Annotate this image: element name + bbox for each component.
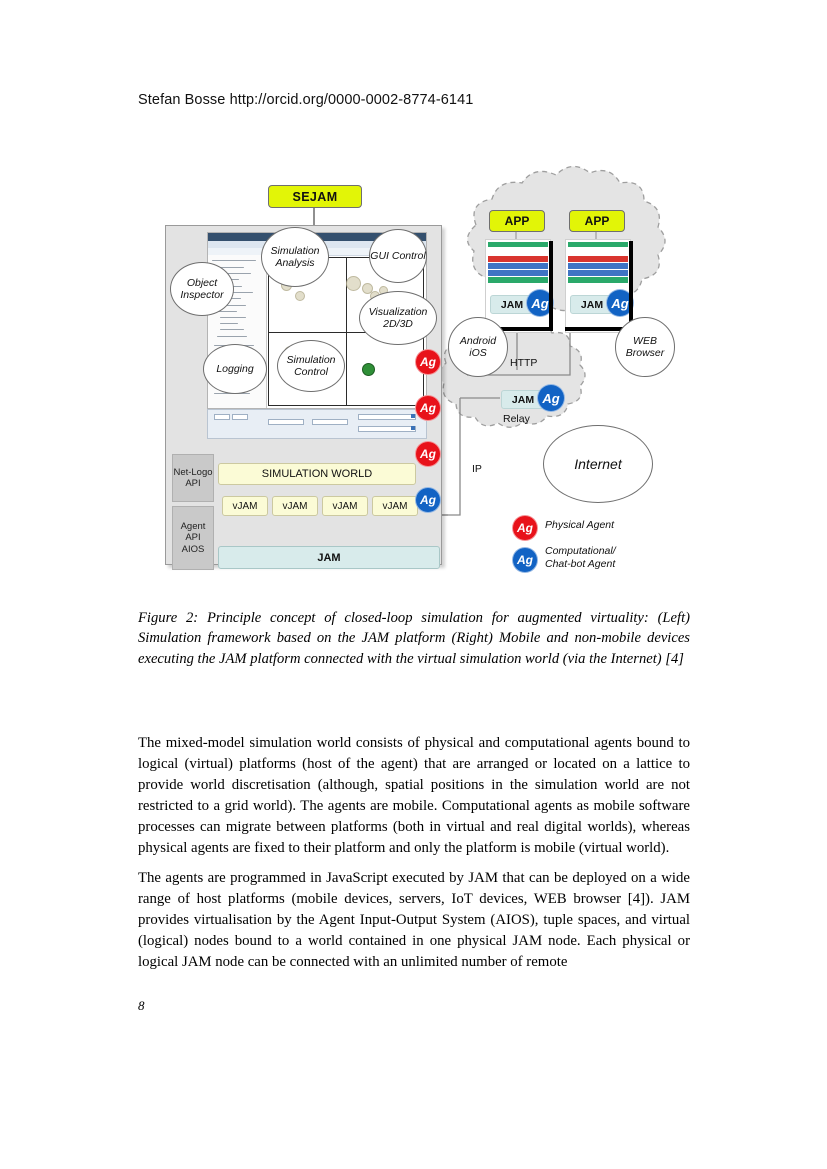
- protocol-label-ip: IP: [472, 463, 482, 475]
- device-screen-header: [488, 242, 548, 247]
- legend-text-line1: Computational/: [545, 545, 616, 557]
- legend-text-line2: Chat-bot Agent: [545, 558, 616, 571]
- device-screen-bar-blue-2: [488, 270, 548, 276]
- device-screen-header: [568, 242, 628, 247]
- vjam-box-3: vJAM: [322, 496, 368, 516]
- legend-marker-physical-agent: Ag: [512, 515, 538, 541]
- app-banner-left: APP: [489, 210, 545, 232]
- internet-ellipse: Internet: [543, 425, 653, 503]
- callout-label: Object Inspector: [180, 276, 224, 301]
- protocol-label-http: HTTP: [510, 357, 538, 369]
- callout-label: GUI Control: [370, 249, 426, 262]
- device-screen-bar-blue-2: [568, 270, 628, 276]
- agent-computational-1: Ag: [415, 487, 441, 513]
- relay-label: Relay: [503, 413, 530, 425]
- device-screen-title: [488, 247, 548, 254]
- callout-visualization: Visualization 2D/3D: [359, 291, 437, 345]
- figure-caption: Figure 2: Principle concept of closed-lo…: [138, 610, 690, 667]
- device-screen-bar-red: [488, 256, 548, 262]
- device-bus-left-vertical: [549, 241, 553, 331]
- legend-text-physical-agent: Physical Agent: [545, 519, 615, 531]
- device-mockup-left: [485, 239, 551, 333]
- device-screen-bar-blue-1: [568, 263, 628, 269]
- callout-simulation-control: Simulation Control: [277, 340, 345, 392]
- callout-label: Simulation Analysis: [270, 244, 320, 269]
- figure-2: SEJAM: [160, 165, 680, 585]
- legend-text-computational-agent: Computational/ Chat-bot Agent: [545, 545, 616, 571]
- agent-api-aios-box: Agent API AIOS: [172, 506, 214, 570]
- device-jam-left: JAM: [490, 295, 534, 314]
- sejam-banner: SEJAM: [268, 185, 362, 208]
- callout-simulation-analysis: Simulation Analysis: [261, 227, 329, 287]
- simulation-world-box: SIMULATION WORLD: [218, 463, 416, 485]
- callout-logging: Logging: [203, 344, 267, 394]
- callout-label: Logging: [216, 362, 254, 375]
- simulation-control-strip: [207, 409, 427, 439]
- body-paragraph-1: The mixed-model simulation world consist…: [138, 735, 690, 856]
- relay-jam-box: JAM: [501, 390, 545, 409]
- app-banner-right: APP: [569, 210, 625, 232]
- page-number: 8: [138, 998, 145, 1013]
- legend-marker-computational-agent: Ag: [512, 547, 538, 573]
- device-bus-right-vertical: [629, 241, 633, 331]
- callout-gui-control: GUI Control: [369, 229, 427, 283]
- device-bus-right-horizontal: [565, 327, 633, 331]
- device-mockup-right: [565, 239, 631, 333]
- device-bus-left-horizontal: [485, 327, 553, 331]
- agent-physical-2: Ag: [415, 395, 441, 421]
- relay-agent: Ag: [537, 384, 565, 412]
- vjam-box-1: vJAM: [222, 496, 268, 516]
- callout-label: Simulation Control: [286, 353, 336, 378]
- agent-physical-1: Ag: [415, 349, 441, 375]
- device-screen-bar-green: [568, 277, 628, 283]
- vjam-box-4: vJAM: [372, 496, 418, 516]
- jam-platform-box: JAM: [218, 546, 440, 569]
- agent-physical-3: Ag: [415, 441, 441, 467]
- callout-label: Visualization 2D/3D: [368, 305, 428, 330]
- running-head: Stefan Bosse http://orcid.org/0000-0002-…: [138, 92, 474, 108]
- netlogo-api-box: Net-Logo API: [172, 454, 214, 502]
- device-screen-bar-green: [488, 277, 548, 283]
- vjam-box-2: vJAM: [272, 496, 318, 516]
- body-paragraph-2: The agents are programmed in JavaScript …: [138, 870, 690, 970]
- device-screen-title: [568, 247, 628, 254]
- device-screen-bar-red: [568, 256, 628, 262]
- callout-object-inspector: Object Inspector: [170, 262, 234, 316]
- device-screen-bar-blue-1: [488, 263, 548, 269]
- device-jam-right: JAM: [570, 295, 614, 314]
